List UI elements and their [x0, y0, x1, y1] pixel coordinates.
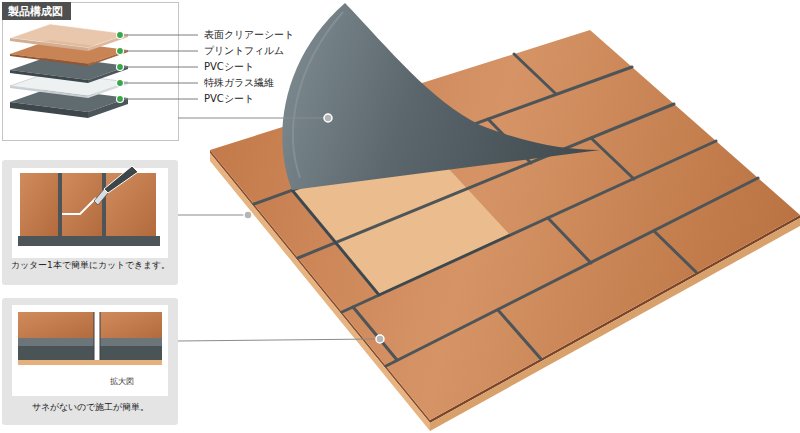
layer-dots-part [117, 80, 124, 87]
layer-stack-part [10, 54, 88, 66]
cutter-inset-part [20, 173, 58, 236]
layer-leaders [123, 35, 198, 99]
section-inset [18, 312, 162, 365]
callout-leaders-part [178, 339, 376, 341]
panel-frame [3, 3, 179, 141]
cutter-inset-part [18, 236, 160, 246]
layer-leaders-part [123, 99, 198, 100]
section-inset-part [100, 312, 162, 338]
section-inset-part [100, 312, 101, 360]
layer-dots-part [117, 64, 124, 71]
callout-dots [244, 114, 384, 343]
layer-stack-part [10, 70, 88, 83]
panel-caption: サネがないので施工が簡単。 [32, 402, 149, 413]
callout-leaders-part [178, 118, 324, 119]
section-inset-part [100, 338, 162, 346]
layer-leaders-part [123, 51, 198, 52]
structure-panel: 製品構成図 [2, 2, 178, 140]
layer-dots [117, 32, 124, 103]
section-inset-part [18, 338, 94, 346]
floor-illustration-part-part [498, 310, 541, 359]
part-label: PVCシート [203, 61, 255, 73]
cutter-inset-part [104, 166, 138, 193]
layer-dots-part [117, 96, 124, 103]
callout-leaders-part [178, 215, 244, 216]
panel-frame [2, 160, 178, 285]
section-inset-part [18, 346, 94, 360]
joint-panel: 拡大図サネがないので施工が簡単。 [2, 298, 178, 425]
section-inset-part [94, 312, 95, 360]
cutting-panel: カッター1本で簡単にカットできます。 [2, 160, 178, 285]
section-inset-part [18, 360, 162, 365]
floor-illustration-part [292, 190, 510, 295]
callout-dots-part [376, 335, 384, 343]
panel-caption: カッター1本で簡単にカットできます。 [11, 260, 170, 271]
callout-dots-part [324, 114, 332, 122]
floor-illustration-part-part [548, 218, 591, 263]
floor-illustration-part-part [654, 231, 696, 272]
panel-frame [2, 298, 178, 425]
zoom-label: 拡大図 [108, 377, 136, 387]
cutter-inset-part [62, 198, 96, 214]
panel-backgrounds [2, 3, 179, 426]
layer-leaders-part [123, 35, 198, 36]
layer-leaders-part [123, 67, 198, 68]
floor-illustration-part-part [591, 138, 634, 179]
cutter-inset-part [62, 173, 102, 236]
callout-dots-part [244, 211, 252, 219]
layer-stack-part [10, 86, 88, 98]
section-inset-part [18, 312, 94, 338]
part-label: 特殊ガラス繊維 [203, 77, 275, 89]
part-label: PVCシート [203, 93, 255, 105]
layer-leaders-part [123, 83, 198, 84]
layer-stack-part [10, 24, 128, 48]
inset-frame [12, 305, 168, 396]
cutter-inset-part [102, 173, 106, 236]
callout-leaders [178, 118, 376, 341]
floor-illustration-part-part [386, 178, 758, 366]
floor-illustration-part [293, 12, 343, 178]
layer-stack-part [10, 38, 88, 51]
panel-heading: 製品構成図 [2, 2, 71, 20]
layer-dots-part [117, 48, 124, 55]
part-label: プリントフィルム [203, 45, 285, 57]
layer-stack [10, 24, 128, 118]
part-label: 表面クリアーシート [203, 29, 295, 41]
inset-frame [12, 168, 168, 258]
cutter-inset-part [58, 173, 62, 236]
layer-stack-part [10, 102, 88, 118]
floor-illustration [210, 3, 800, 431]
floor-illustration-part [282, 3, 600, 190]
floor-illustration-part-part [514, 54, 556, 94]
floor-illustration-part-part [353, 307, 397, 360]
layer-dots-part [117, 32, 124, 39]
cutter-inset [18, 166, 160, 246]
section-inset-part [100, 346, 162, 360]
